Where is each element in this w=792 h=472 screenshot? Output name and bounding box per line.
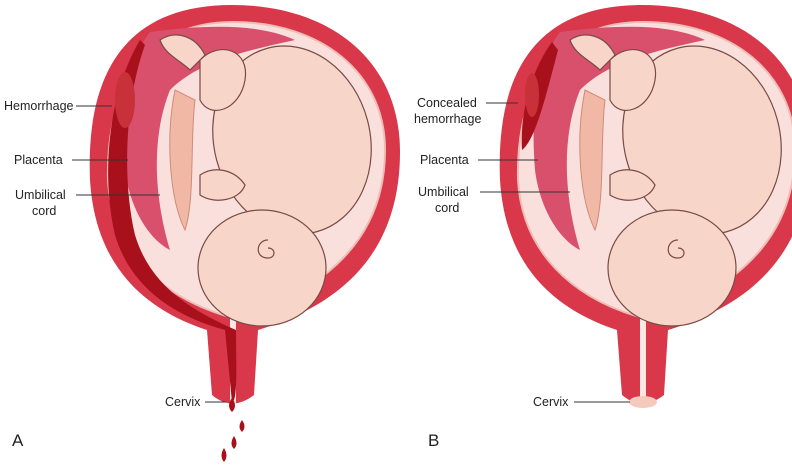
panel-a: Hemorrhage Placenta Umbilical cord Cervi… <box>4 4 401 462</box>
label-cord: cord <box>32 204 56 218</box>
label-hemorrhage: hemorrhage <box>414 112 481 126</box>
label-concealed: Concealed <box>417 96 477 110</box>
concealed-hemorrhage <box>521 42 558 150</box>
label-cervix: Cervix <box>533 395 569 409</box>
label-cervix: Cervix <box>165 395 201 409</box>
hemorrhage-clot <box>115 72 135 128</box>
label-placenta: Placenta <box>14 153 63 167</box>
panel-b: Concealed hemorrhage Placenta Umbilical … <box>414 4 792 450</box>
label-placenta: Placenta <box>420 153 469 167</box>
label-cord: cord <box>435 201 459 215</box>
cervix-b <box>629 396 657 408</box>
blood-drops <box>221 398 245 462</box>
panel-letter-a: A <box>12 431 24 450</box>
label-umbilical: Umbilical <box>15 188 66 202</box>
label-umbilical: Umbilical <box>418 185 469 199</box>
hemorrhage-clot <box>525 73 539 117</box>
label-hemorrhage: Hemorrhage <box>4 99 74 113</box>
panel-letter-b: B <box>428 431 439 450</box>
